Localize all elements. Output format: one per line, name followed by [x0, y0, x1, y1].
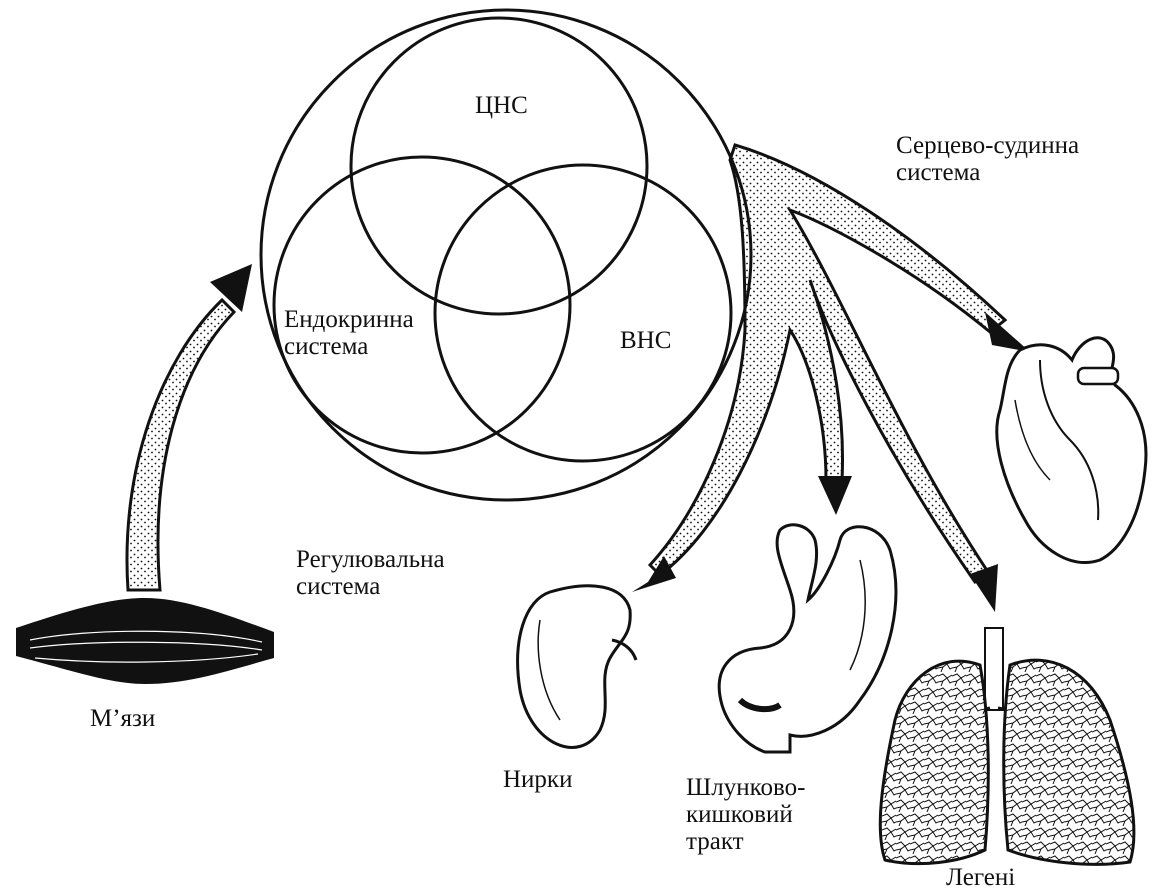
- muscles-text: М’язи: [90, 705, 155, 732]
- cns-label: ЦНС: [475, 92, 528, 119]
- gi-line-2: кишковий: [686, 801, 805, 828]
- gi-line-1: Шлунково-: [686, 774, 805, 801]
- kidneys-text: Нирки: [503, 766, 572, 793]
- cns-text: ЦНС: [475, 92, 528, 119]
- ans-text: ВНС: [620, 327, 671, 354]
- gi-tract-label: Шлунково- кишковий тракт: [686, 774, 805, 855]
- kidney-icon: [518, 586, 636, 748]
- endocrine-line-2: система: [284, 333, 414, 360]
- regulatory-line-2: система: [296, 573, 445, 600]
- ans-label: ВНС: [620, 327, 671, 354]
- muscles-label: М’язи: [90, 705, 155, 732]
- endocrine-circle: [274, 157, 570, 453]
- cardiovascular-line-2: система: [896, 159, 1079, 186]
- cardiovascular-line-1: Серцево-судинна: [896, 132, 1079, 159]
- lungs-icon: [880, 628, 1134, 864]
- kidneys-label: Нирки: [503, 766, 572, 793]
- output-arrows: [632, 145, 1030, 612]
- heart-icon: [997, 338, 1146, 563]
- cardiovascular-label: Серцево-судинна система: [896, 132, 1079, 186]
- regulatory-system-label: Регулювальна система: [296, 546, 445, 600]
- endocrine-label: Ендокринна система: [284, 306, 414, 360]
- gi-line-3: тракт: [686, 828, 805, 855]
- endocrine-line-1: Ендокринна: [284, 306, 414, 333]
- lungs-label: Легені: [946, 864, 1015, 891]
- stomach-icon: [719, 525, 896, 752]
- muscle-to-system-arrow: [127, 264, 252, 590]
- regulatory-system-circles: [261, 10, 751, 500]
- muscle-icon: [16, 598, 274, 684]
- lungs-text: Легені: [946, 864, 1015, 891]
- regulatory-line-1: Регулювальна: [296, 546, 445, 573]
